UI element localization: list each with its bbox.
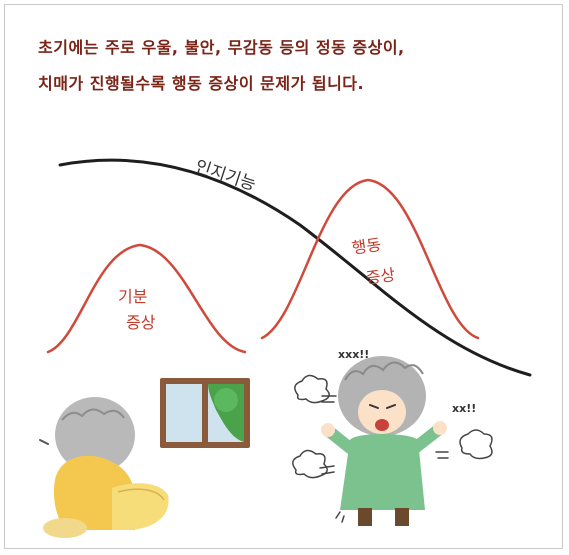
behavior-symptom-label-2: 증상	[365, 265, 397, 288]
caption-line-2: 치매가 진행될수록 행동 증상이 문제가 됩니다.	[38, 74, 365, 93]
shout-left: xxx!!	[338, 348, 369, 361]
behavior-symptom-curve	[260, 178, 480, 340]
mood-symptom-label-2: 증상	[126, 313, 156, 332]
mood-symptom-curve	[46, 243, 247, 354]
window-illustration	[160, 378, 250, 448]
agitated-elderly-woman	[321, 356, 447, 526]
cognitive-function-label: 인지기능	[193, 157, 259, 195]
sad-elderly-woman	[39, 397, 169, 538]
motion-lines	[319, 395, 449, 523]
shout-right: xx!!	[452, 402, 476, 415]
cognitive-function-curve	[58, 158, 532, 377]
motion-puffs	[292, 374, 493, 479]
caption: 초기에는 주로 우울, 불안, 무감동 등의 정동 증상이, 치매가 진행될수록…	[38, 30, 538, 102]
mood-symptom-label-1: 기분	[118, 287, 147, 306]
caption-line-1: 초기에는 주로 우울, 불안, 무감동 등의 정동 증상이,	[38, 38, 405, 57]
behavior-symptom-label-1: 행동	[351, 235, 383, 258]
